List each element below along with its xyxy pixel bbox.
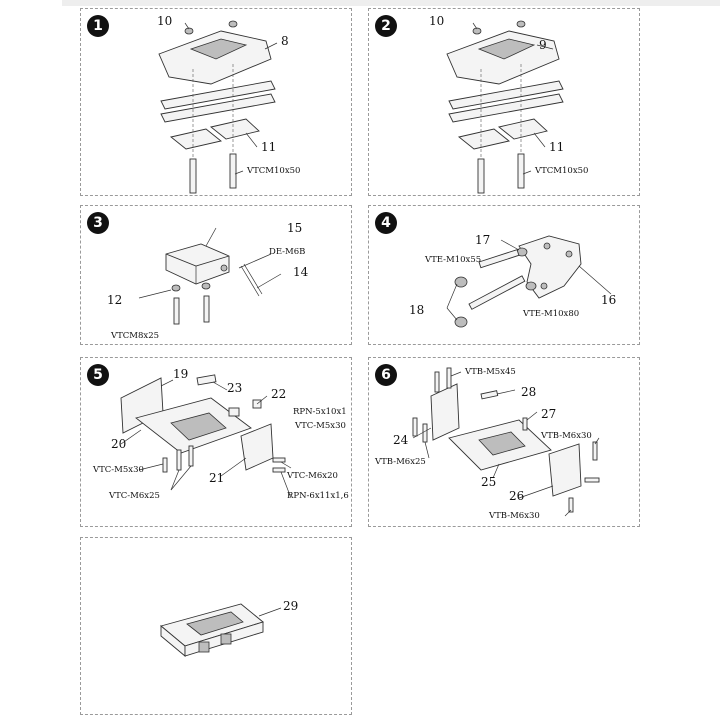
callout-vtc-m6x20: VTC-M6x20 <box>287 471 338 481</box>
callout-24: 24 <box>393 433 409 447</box>
step-badge: 3 <box>87 212 109 234</box>
callout-18: 18 <box>409 303 425 317</box>
callout-rpn-5x10x1: RPN-5x10x1 <box>293 407 347 417</box>
callout-21: 21 <box>209 471 225 485</box>
panel-4: 4 17 VTE-M10x55 16 18 VTE-M10x80 <box>368 205 640 345</box>
callout-11: 11 <box>549 140 565 154</box>
callout-vte-m10x55: VTE-M10x55 <box>425 255 482 265</box>
callout-20: 20 <box>111 437 127 451</box>
callout-rpn-6x11x1-6: RPN-6x11x1,6 <box>287 491 349 501</box>
callout-26: 26 <box>509 489 525 503</box>
panel-5: 5 19 23 22 RPN-5x10x1 VTC-M5x30 20 21 VT… <box>80 357 352 527</box>
panel-6: 6 VTB-M5x45 28 27 24 VTB-M6x30 VTB-M6x25… <box>368 357 640 527</box>
callout-22: 22 <box>271 387 287 401</box>
panel-2-drawing <box>446 20 564 194</box>
callout-15: 15 <box>287 221 303 235</box>
panel-2: 2 10 9 11 VTCM10x50 <box>368 8 640 196</box>
callout-vtc-m5x30-right: VTC-M5x30 <box>295 421 346 431</box>
callout-27: 27 <box>541 407 557 421</box>
callout-vtc-m6x25: VTC-M6x25 <box>109 491 160 501</box>
callout-vtc-m5x30-left: VTC-M5x30 <box>93 465 144 475</box>
callout-8: 8 <box>281 34 289 48</box>
callout-10: 10 <box>157 14 173 28</box>
panel-4-drawing <box>446 235 612 328</box>
callout-12: 12 <box>107 293 123 307</box>
panel-5-drawing <box>120 374 292 499</box>
callout-vtb-m5x45: VTB-M5x45 <box>465 367 516 377</box>
callout-vtb-m6x25: VTB-M6x25 <box>375 457 426 467</box>
panel-6-drawing <box>412 367 600 517</box>
step-badge: 6 <box>375 364 397 386</box>
panel-7-drawing <box>160 603 282 657</box>
callout-17: 17 <box>475 233 491 247</box>
callout-bolt: VTCM10x50 <box>247 166 301 176</box>
step-badge: 5 <box>87 364 109 386</box>
panel-1-drawing <box>158 20 278 194</box>
step-badge: 1 <box>87 15 109 37</box>
callout-16: 16 <box>601 293 617 307</box>
step-badge: 2 <box>375 15 397 37</box>
panel-7: 29 <box>80 537 352 715</box>
callout-vtb-m6x30-top: VTB-M6x30 <box>541 431 592 441</box>
callout-vtb-m6x30-bottom: VTB-M6x30 <box>489 511 540 521</box>
callout-de-m6b: DE-M6B <box>269 247 306 257</box>
callout-bolt: VTCM10x50 <box>535 166 589 176</box>
callout-14: 14 <box>293 265 309 279</box>
callout-29: 29 <box>283 599 299 613</box>
callout-10: 10 <box>429 14 445 28</box>
callout-25: 25 <box>481 475 497 489</box>
panel-3-drawing <box>138 227 282 325</box>
callout-28: 28 <box>521 385 537 399</box>
callout-vtcm8x25: VTCM8x25 <box>111 331 160 341</box>
top-bar <box>62 0 720 6</box>
callout-23: 23 <box>227 381 243 395</box>
panel-1: 1 10 8 11 VTCM10x50 <box>80 8 352 196</box>
panel-3: 3 15 DE-M6B 14 12 VTCM8x25 <box>80 205 352 345</box>
callout-9: 9 <box>539 38 547 52</box>
step-badge: 4 <box>375 212 397 234</box>
callout-vte-m10x80: VTE-M10x80 <box>523 309 580 319</box>
callout-11: 11 <box>261 140 277 154</box>
callout-19: 19 <box>173 367 189 381</box>
